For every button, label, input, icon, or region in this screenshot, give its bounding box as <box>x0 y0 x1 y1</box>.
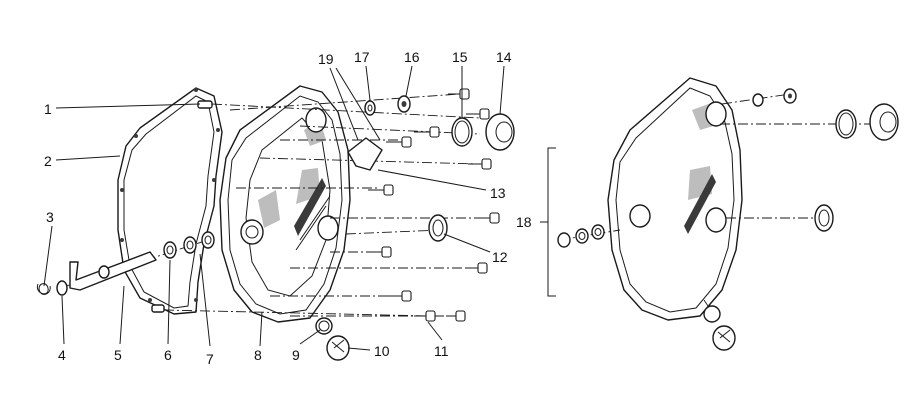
callout-15: 15 <box>452 49 468 65</box>
bolt <box>448 88 470 100</box>
assembled-shaft-seals <box>557 224 605 248</box>
callout-7: 7 <box>206 351 214 367</box>
assembled-washer <box>752 93 764 107</box>
callout-17: 17 <box>354 49 370 65</box>
shaft-bushing <box>183 231 215 254</box>
sealing-washer <box>397 95 411 113</box>
callout-3: 3 <box>46 209 54 225</box>
clutch-cover <box>219 85 351 323</box>
group-bracket <box>547 147 556 297</box>
shaft-seal <box>163 241 177 259</box>
assembled-plug-o-ring <box>703 305 721 323</box>
washer <box>364 100 376 116</box>
dowel-pin-upper <box>197 100 213 109</box>
bolt <box>476 212 500 224</box>
bolt <box>414 126 440 138</box>
callout-18: 18 <box>516 214 532 230</box>
callout-labels: 1 2 3 4 5 6 7 8 9 10 11 12 13 14 15 16 1… <box>44 49 532 367</box>
callout-5: 5 <box>114 347 122 363</box>
assembled-sealing-washer <box>783 88 797 104</box>
callout-6: 6 <box>164 347 172 363</box>
leader-lines <box>43 65 548 351</box>
callout-9: 9 <box>292 347 300 363</box>
bolt <box>414 310 436 322</box>
callout-11: 11 <box>434 343 449 359</box>
assembled-cover <box>607 77 743 321</box>
bolt <box>466 108 490 120</box>
callout-1: 1 <box>44 101 52 117</box>
cover-plug <box>326 335 350 361</box>
assembled-plug <box>869 103 899 141</box>
callout-10: 10 <box>374 343 390 359</box>
bolt <box>368 184 394 196</box>
callout-14: 14 <box>496 49 512 65</box>
callout-16: 16 <box>404 49 420 65</box>
bracket <box>347 137 383 171</box>
bolt <box>446 310 466 322</box>
bolt <box>466 262 488 274</box>
assembled-o-ring <box>835 109 857 139</box>
callout-13: 13 <box>490 185 506 201</box>
assembled-oil-seal <box>814 204 834 232</box>
clutch-release-shaft <box>69 251 157 291</box>
callout-12: 12 <box>492 249 508 265</box>
shaft-washer <box>56 280 68 296</box>
callout-19: 19 <box>318 51 334 67</box>
callout-2: 2 <box>44 153 52 169</box>
bolt <box>386 136 412 148</box>
inspection-plug <box>485 113 515 151</box>
assembled-cover-plug <box>712 325 736 351</box>
callout-4: 4 <box>58 347 66 363</box>
bolt <box>368 246 392 258</box>
dowel-pin-lower <box>151 304 165 313</box>
clutch-spring <box>36 283 51 295</box>
callout-8: 8 <box>254 347 262 363</box>
bolt <box>388 290 412 302</box>
o-ring <box>451 117 473 147</box>
oil-seal <box>428 214 448 242</box>
bolt <box>468 158 492 170</box>
